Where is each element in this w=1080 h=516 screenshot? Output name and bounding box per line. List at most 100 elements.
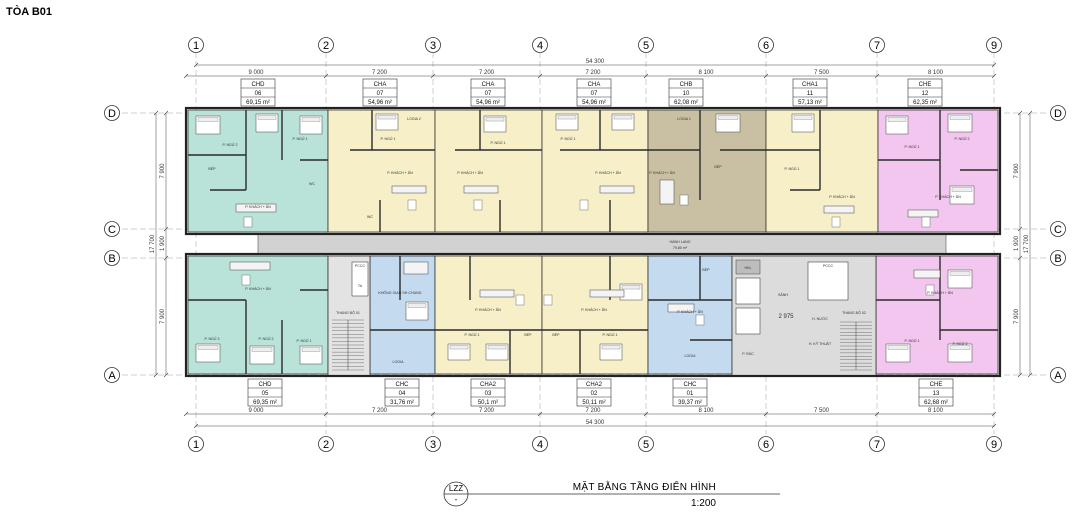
dim-top-span-label: 7 200 <box>585 70 601 76</box>
apartment-area-value: 54,96 m² <box>368 100 392 106</box>
pillow <box>949 345 971 350</box>
apartment-type: CHA2 <box>480 382 497 388</box>
apartment-label-box <box>470 378 506 407</box>
dim-bottom-span-tick <box>763 411 769 417</box>
sofa <box>403 261 429 275</box>
apartment-number: 03 <box>485 391 492 397</box>
apartment-label-box <box>576 78 612 107</box>
dim-top-span-tick <box>183 73 189 79</box>
dim-left-tick <box>163 110 169 116</box>
grid-bubble-label: 4 <box>537 439 543 451</box>
mid-dim: 2 975 <box>778 314 794 320</box>
dim-bottom-total-tick <box>193 423 199 429</box>
pillow <box>951 187 973 192</box>
room-bed2-12: P. NGỦ 2 <box>955 136 970 141</box>
sofa <box>479 289 515 298</box>
sofa <box>913 269 941 279</box>
dim-bottom-span-tick <box>537 411 543 417</box>
dim-bottom-span-label: 8 100 <box>698 408 714 414</box>
table <box>925 284 935 296</box>
apartment-area-value: 31,76 m² <box>390 400 414 406</box>
sofa <box>229 261 271 271</box>
pillow <box>197 117 219 122</box>
apartment-number: 01 <box>687 391 694 397</box>
room-logia-07a: LOGIA 2 <box>407 117 421 121</box>
grid-bubble <box>104 221 120 237</box>
dim-bottom-span-tick <box>183 411 189 417</box>
dim-bottom-span-tick <box>643 411 649 417</box>
dim-bottom-total-label: 54 300 <box>586 420 605 426</box>
pillow <box>301 117 321 122</box>
grid-bubble <box>104 250 120 266</box>
grid-bubble <box>188 37 204 53</box>
sofa <box>907 209 939 218</box>
apartment-area <box>541 109 649 233</box>
dim-top-span-tick <box>763 73 769 79</box>
dim-left-tick <box>163 255 169 261</box>
dim-bottom-span-label: 8 100 <box>928 408 944 414</box>
apartment-area-value: 69,15 m² <box>246 100 270 106</box>
dim-top-span-tick <box>537 73 543 79</box>
room-bed1-02: P. NGỦ 1 <box>603 332 618 337</box>
grid-bubble-label: 3 <box>430 439 436 451</box>
pillow <box>601 345 621 350</box>
apartment-area-value: 39,37 m² <box>678 400 702 406</box>
dim-right-tick <box>1017 110 1023 116</box>
grid-bubble-label: B <box>108 253 115 265</box>
sofa <box>599 185 635 194</box>
pillow <box>301 347 321 352</box>
grid-bubble <box>104 367 120 383</box>
grid-bubble <box>758 436 774 452</box>
stair-2-label: THANG BỘ 02 <box>842 310 866 315</box>
dim-top-total-label: 54 300 <box>586 59 605 65</box>
corridor-label: HÀNH LANG <box>670 240 691 244</box>
apartment-area-value: 62,35 m² <box>913 100 937 106</box>
grid-bubble-label: B <box>1054 253 1061 265</box>
apartment-label-box <box>470 78 506 107</box>
grid-bubble-label: 5 <box>643 40 649 52</box>
building-outline <box>184 106 1002 378</box>
apartment-area <box>541 255 649 375</box>
apartment-type: CHA2 <box>586 382 603 388</box>
table <box>579 199 589 211</box>
apartment-label-box <box>247 378 283 407</box>
pillow <box>557 115 577 120</box>
dim-top-span-label: 9 000 <box>248 70 264 76</box>
dim-top-span-label: 8 100 <box>928 70 944 76</box>
table <box>679 194 689 206</box>
dim-top-span-label: 7 200 <box>479 70 495 76</box>
grid-bubble-label: 1 <box>193 439 199 451</box>
dim-left-total-tick <box>153 372 159 378</box>
apartment-type: CHC <box>396 382 410 388</box>
grid-bubble <box>425 436 441 452</box>
apartment-area-value: 50,11 m² <box>582 400 605 406</box>
sofa <box>589 289 625 298</box>
room-living-05: P. KHÁCH + ĂN <box>245 287 271 291</box>
pillow <box>485 117 505 122</box>
dim-left-label: 7 900 <box>160 163 166 179</box>
grid-bubble <box>638 436 654 452</box>
dim-bottom-span-label: 7 500 <box>814 408 830 414</box>
pillow <box>197 345 219 350</box>
grid-bubble-label: D <box>108 108 116 120</box>
apartment-number: 11 <box>807 91 814 97</box>
room-bed1-07b: P. NGỦ 1 <box>491 140 506 145</box>
grid-bubble <box>869 37 885 53</box>
apartment-number: 04 <box>399 391 406 397</box>
pccc-left: PCCC <box>355 264 366 268</box>
dim-right-total-label: 17 700 <box>1024 234 1030 253</box>
dim-left-tick <box>163 372 169 378</box>
grid-bubble <box>1050 367 1066 383</box>
apartment-label-box <box>384 378 420 407</box>
dim-right-tick <box>1017 226 1023 232</box>
footer-code: LZZ <box>449 484 463 493</box>
table <box>241 274 251 286</box>
apartment-type: CHA <box>374 82 387 88</box>
grid-bubble <box>758 37 774 53</box>
